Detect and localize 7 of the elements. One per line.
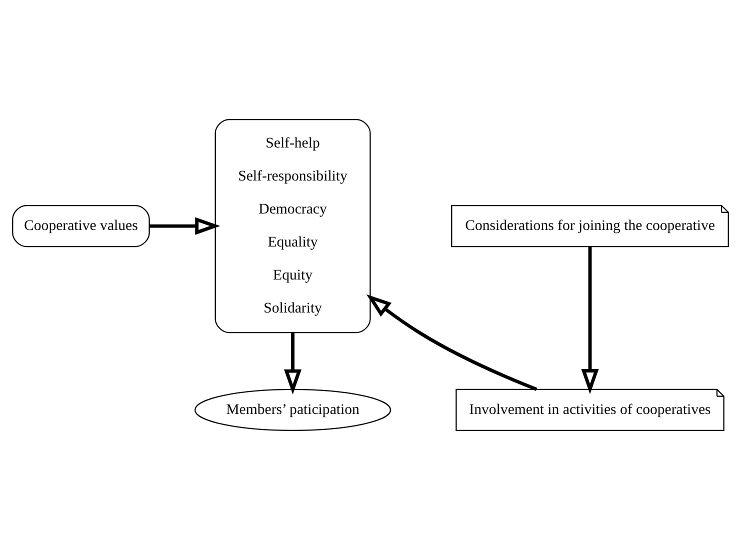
arrow xyxy=(284,332,302,394)
node-box: Self-help Self-responsibility Democracy Equality Equity Solidarity xyxy=(214,118,371,333)
arrow xyxy=(150,216,220,234)
arrow xyxy=(366,294,538,390)
node-ellipse: Members’ paticipation xyxy=(194,388,392,431)
node-box: Cooperative values xyxy=(12,204,150,247)
arrow xyxy=(581,246,599,394)
